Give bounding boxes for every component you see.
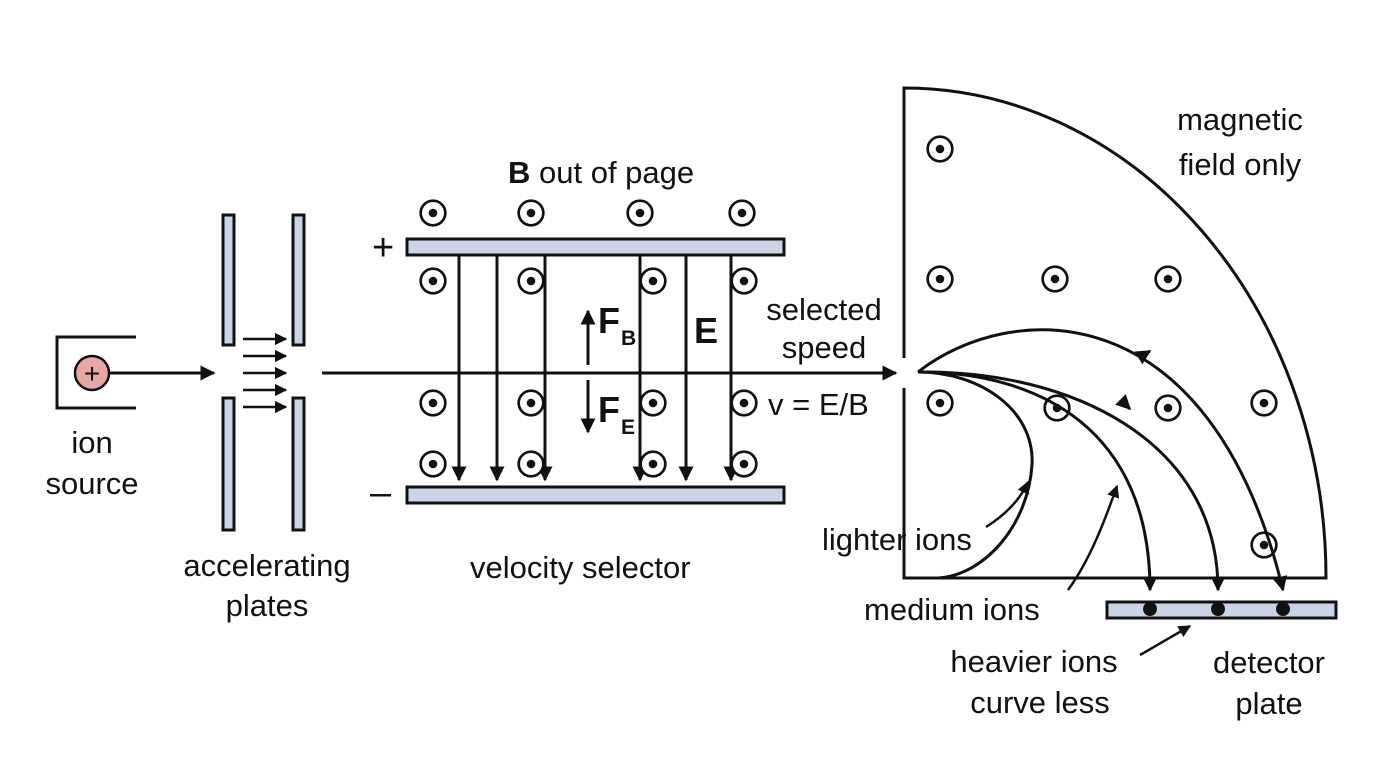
fb-label: FB [598,300,636,350]
magnetic-label-line1: magnetic [1177,102,1303,137]
heavier-pointer-arrow [1139,624,1192,657]
heaviest-ion-path [917,328,1288,592]
accel-label-line2: plates [226,588,309,623]
b-out-of-page-icon [517,389,545,417]
ion-source-box [55,335,136,410]
trajectory-direction-arrow [1134,349,1152,365]
b-field-label: B out of page [508,155,694,190]
b-out-of-page-icon [730,267,758,295]
e-field-label: E [694,310,718,351]
negative-plate [405,485,786,505]
ion-source-label-line2: source [45,466,138,501]
b-out-of-page-icon [517,267,545,295]
negative-plate-sign: – [370,472,392,514]
e-field-arrows [451,255,739,482]
medium-pointer-arrow [1066,484,1120,591]
velocity-selector-label: velocity selector [470,550,691,585]
b-out-of-page-icon [926,389,954,417]
b-out-of-page-icon [1154,394,1182,422]
magnetic-field-region: magnetic field only lighter ions medium … [822,86,1328,720]
accel-plate-right-top [291,213,306,347]
b-out-of-page-icon [639,389,667,417]
heavier-ion-path [917,370,1226,592]
velocity-selector: B out of page + – FB FE [322,155,898,585]
ion-source-label-line1: ion [71,425,112,460]
b-out-of-page-icon [419,389,447,417]
b-out-of-page-icon [1041,265,1069,293]
ion-impact-dot [1211,602,1225,616]
accel-plate-left-bottom [221,396,236,532]
ion-source: + ion source [45,335,216,501]
lighter-ion-path [917,370,1034,580]
accel-plate-right-bottom [291,396,306,532]
accelerating-plates: accelerating plates [183,213,351,623]
b-out-of-page-icon [728,199,756,227]
magnetic-region-boundary [902,86,1328,580]
lighter-ions-label: lighter ions [822,522,972,557]
b-out-of-page-icon [639,450,667,478]
ion-impact-dot [1143,602,1157,616]
b-out-of-page-icon [419,199,447,227]
fe-label: FE [598,389,635,439]
detector: detector plate [1105,600,1338,721]
medium-ions-label: medium ions [864,592,1040,627]
accel-label-line1: accelerating [183,548,350,583]
accel-plate-left-top [221,213,236,347]
accel-field-arrows [243,332,288,414]
medium-ion-path [917,370,1158,592]
b-out-of-page-icon [926,265,954,293]
selected-speed-label-line2: speed [782,330,866,365]
detector-label-line2: plate [1235,686,1302,721]
speed-equation-label: v = E/B [768,387,869,422]
positive-plate [405,237,786,257]
b-out-of-page-icon [730,450,758,478]
positive-plate-sign: + [372,227,394,269]
b-out-of-page-icon [419,267,447,295]
b-out-of-page-icon [639,267,667,295]
b-out-of-page-icon [517,199,545,227]
magnetic-label-line2: field only [1179,147,1302,182]
selected-speed-label-line1: selected [766,292,881,327]
b-out-of-page-icon [1154,265,1182,293]
b-out-of-page-icon [517,450,545,478]
heavier-ions-label-line1: heavier ions [950,644,1117,679]
b-out-of-page-icon [419,450,447,478]
b-out-of-page-icon [626,199,654,227]
ion-plus-sign: + [84,358,100,389]
detector-label-line1: detector [1213,645,1325,680]
heavier-ions-label-line2: curve less [970,685,1110,720]
ion-impact-dot [1276,602,1290,616]
b-out-of-page-icon [1250,389,1278,417]
lighter-pointer-arrow [985,480,1030,529]
b-out-of-page-icon [926,135,954,163]
b-out-of-page-icon [730,389,758,417]
trajectory-direction-arrow [1115,394,1132,411]
